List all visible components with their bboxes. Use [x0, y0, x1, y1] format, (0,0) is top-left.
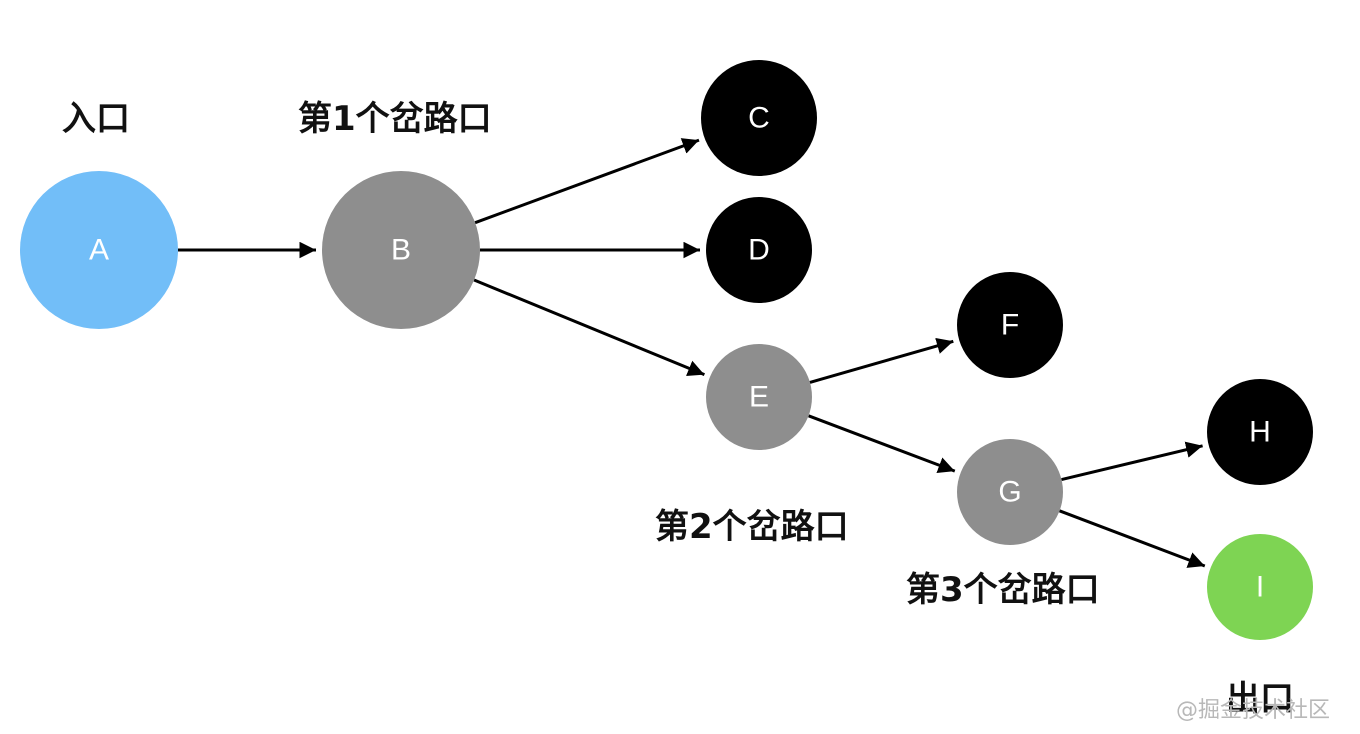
- nodes: A B C D E F G H I: [20, 60, 1313, 640]
- node-c-circle: [701, 60, 817, 176]
- node-c-label: C: [748, 102, 770, 135]
- captions: 入口 第1个岔路口 第2个岔路口 第3个岔路口 出口: [62, 99, 1294, 719]
- node-b-label: B: [391, 234, 411, 267]
- node-c: C: [701, 60, 817, 176]
- fork3-caption: 第3个岔路口: [906, 570, 1100, 610]
- node-g-circle: [957, 439, 1063, 545]
- edge-b-c: [474, 138, 700, 225]
- node-i-circle: [1207, 534, 1313, 640]
- edges: [178, 138, 1206, 568]
- entrance-caption: 入口: [62, 99, 130, 139]
- node-e: E: [706, 344, 812, 450]
- exit-caption: 出口: [1226, 679, 1294, 719]
- node-e-label: E: [749, 381, 769, 414]
- node-g: G: [957, 439, 1063, 545]
- node-e-circle: [706, 344, 812, 450]
- edge-g-i: [1058, 509, 1206, 568]
- node-h: H: [1207, 379, 1313, 485]
- node-a: A: [20, 171, 178, 329]
- node-d: D: [706, 197, 812, 303]
- node-i-label: I: [1256, 571, 1264, 604]
- node-d-circle: [706, 197, 812, 303]
- node-i: I: [1207, 534, 1313, 640]
- edge-e-f: [809, 337, 954, 384]
- node-f-circle: [957, 272, 1063, 378]
- node-h-label: H: [1249, 416, 1271, 449]
- node-d-label: D: [748, 234, 770, 267]
- node-b-circle: [322, 171, 480, 329]
- node-g-label: G: [998, 476, 1021, 509]
- fork1-caption: 第1个岔路口: [298, 99, 492, 139]
- watermark: @掘金技术社区: [1176, 698, 1330, 723]
- node-f-label: F: [1001, 309, 1019, 342]
- edge-e-g: [808, 414, 956, 473]
- fork2-caption: 第2个岔路口: [655, 507, 849, 547]
- node-a-label: A: [89, 234, 109, 267]
- edge-b-e: [473, 278, 705, 376]
- node-h-circle: [1207, 379, 1313, 485]
- node-b: B: [322, 171, 480, 329]
- node-f: F: [957, 272, 1063, 378]
- node-a-circle: [20, 171, 178, 329]
- edge-g-h: [1061, 441, 1203, 482]
